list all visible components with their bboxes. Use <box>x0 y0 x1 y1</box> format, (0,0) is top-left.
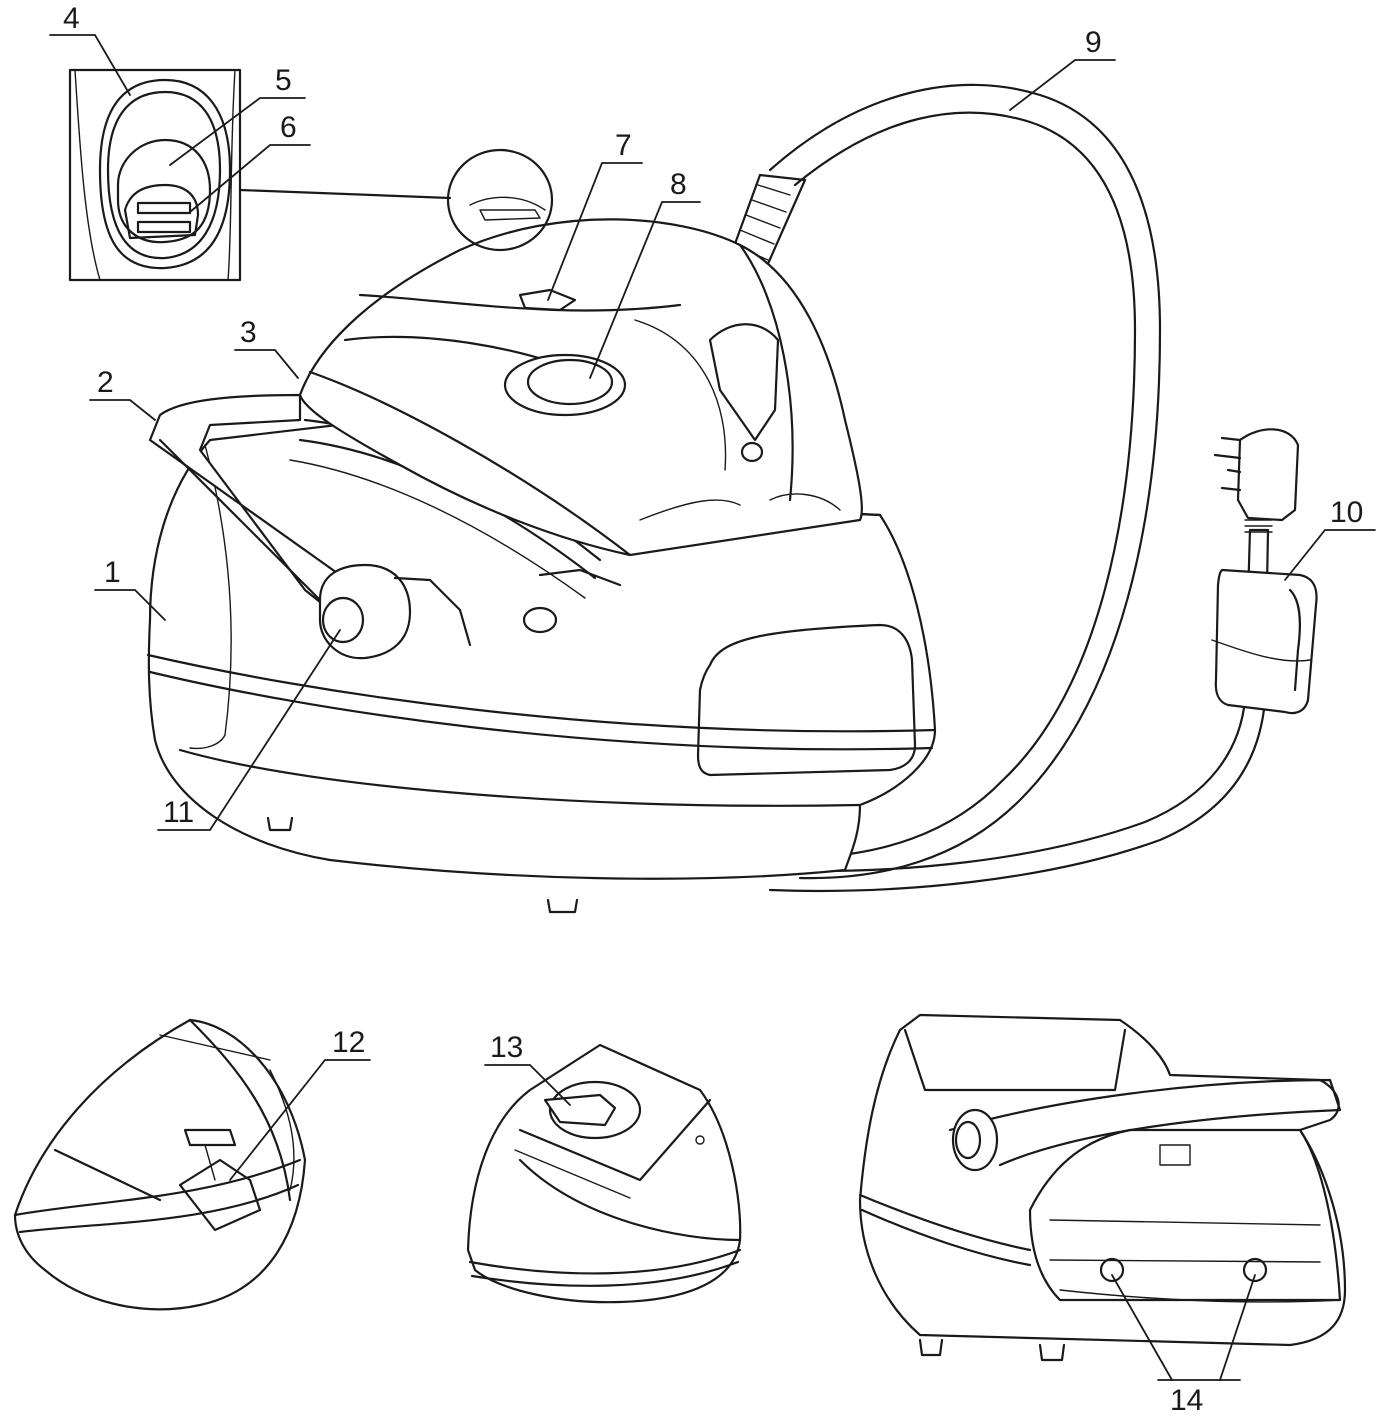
callout-labels: 1 2 3 4 5 6 7 8 9 10 11 12 13 14 <box>63 2 1363 1417</box>
callout-13: 13 <box>490 1031 523 1064</box>
callout-3: 3 <box>240 316 257 349</box>
detail-view-12 <box>13 1018 307 1311</box>
carry-handle <box>148 393 342 612</box>
main-steam-station-illustration <box>68 68 1318 914</box>
steam-hose <box>768 83 1162 880</box>
callout-4: 4 <box>63 2 80 35</box>
power-cord <box>768 428 1300 892</box>
detail-view-13 <box>466 1043 742 1304</box>
lock-knob <box>318 563 472 660</box>
callout-10: 10 <box>1330 496 1363 529</box>
callout-2: 2 <box>97 366 114 399</box>
callout-8: 8 <box>670 168 687 201</box>
detail-view-14 <box>858 1013 1347 1362</box>
cord-clip <box>1211 568 1318 715</box>
callout-12: 12 <box>332 1026 365 1059</box>
detail-magnifier <box>238 148 554 252</box>
iron-body <box>298 218 863 557</box>
callout-6: 6 <box>280 111 297 144</box>
callout-1: 1 <box>104 556 121 589</box>
callout-11: 11 <box>163 796 194 829</box>
callout-9: 9 <box>1085 26 1102 59</box>
callout-7: 7 <box>615 129 632 162</box>
callout-14: 14 <box>1170 1384 1203 1417</box>
control-panel-inset <box>68 68 242 282</box>
callout-5: 5 <box>275 64 292 97</box>
leader-lines <box>49 34 1376 1381</box>
